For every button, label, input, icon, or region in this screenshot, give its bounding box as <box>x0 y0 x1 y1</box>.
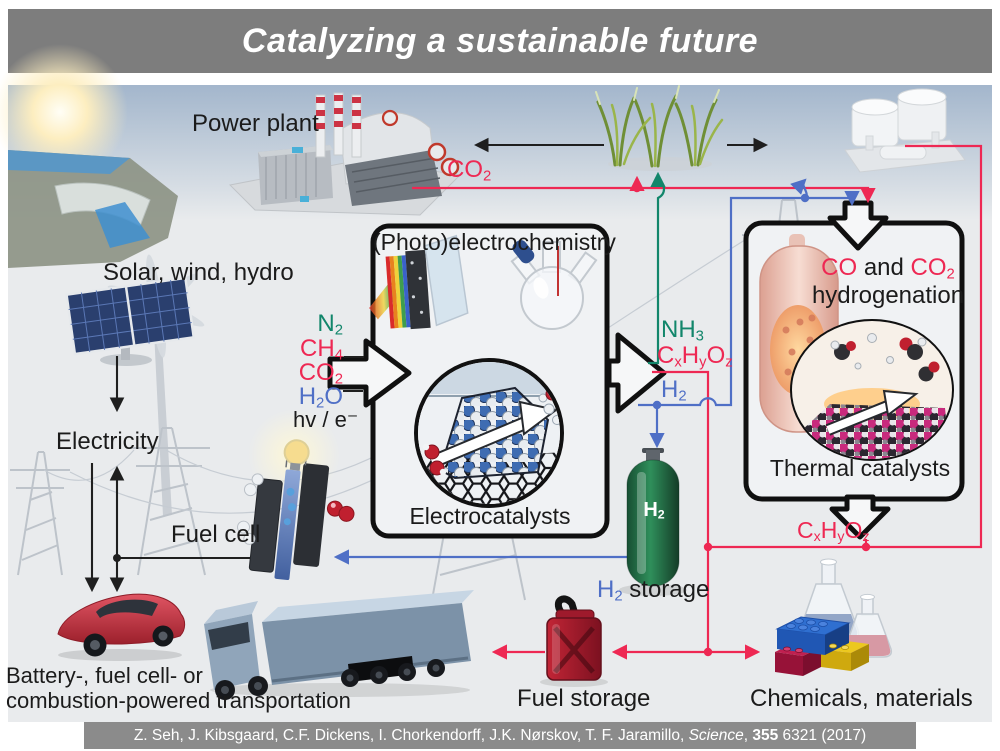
h2-output-label: H2 <box>661 376 687 405</box>
transportation-label-line2: combustion-powered transportation <box>6 688 351 713</box>
electricity-label: Electricity <box>56 428 159 455</box>
photoelectrochemistry-title: (Photo)electrochemistry <box>373 229 616 255</box>
chemicals-materials-label: Chemicals, materials <box>750 685 973 712</box>
diagram-canvas <box>8 85 992 722</box>
co2-flow-label: CO2 <box>447 156 492 185</box>
hydrogenation-co2: CO2 <box>910 254 955 283</box>
transportation-label-line1: Battery-, fuel cell- or <box>6 663 203 688</box>
slide-title: Catalyzing a sustainable future <box>241 21 759 60</box>
hydrogenation-co: CO <box>821 254 858 281</box>
citation-volume: 355 <box>752 726 779 744</box>
cxhyoz-output-label: CxHyOz <box>657 342 733 371</box>
h2-storage-word: storage <box>622 576 710 603</box>
photon-electron-label: hv / e⁻ <box>293 407 359 432</box>
n2-input-label: N2 <box>317 310 343 339</box>
thermal-catalysts-caption: Thermal catalysts <box>769 455 951 481</box>
citation-bar: Z. Seh, J. Kibsgaard, C.F. Dickens, I. C… <box>84 722 916 749</box>
hydrogenation-and: and <box>857 254 911 281</box>
electrocatalysts-caption: Electrocatalysts <box>409 503 571 529</box>
solar-wind-hydro-label: Solar, wind, hydro <box>103 259 294 286</box>
power-plant-label: Power plant <box>192 110 319 137</box>
cylinder-h2-label: H2 <box>643 499 665 522</box>
title-banner: Catalyzing a sustainable future <box>8 9 992 73</box>
fuel-storage-label: Fuel storage <box>517 685 651 712</box>
citation-text: Z. Seh, J. Kibsgaard, C.F. Dickens, I. C… <box>133 726 867 744</box>
hydrogenation-title: CO and CO2 <box>793 254 983 283</box>
citation-journal: Science <box>688 726 744 744</box>
nh3-output-label: NH3 <box>661 316 704 345</box>
h2-storage-label: H2 storage <box>597 576 710 605</box>
cxhyoz-product-label: CxHyOz <box>797 517 870 546</box>
hydrogenation-title-line2: hydrogenation <box>811 282 965 309</box>
fuel-cell-label: Fuel cell <box>171 521 261 548</box>
h2-storage-formula: H2 <box>597 576 623 605</box>
